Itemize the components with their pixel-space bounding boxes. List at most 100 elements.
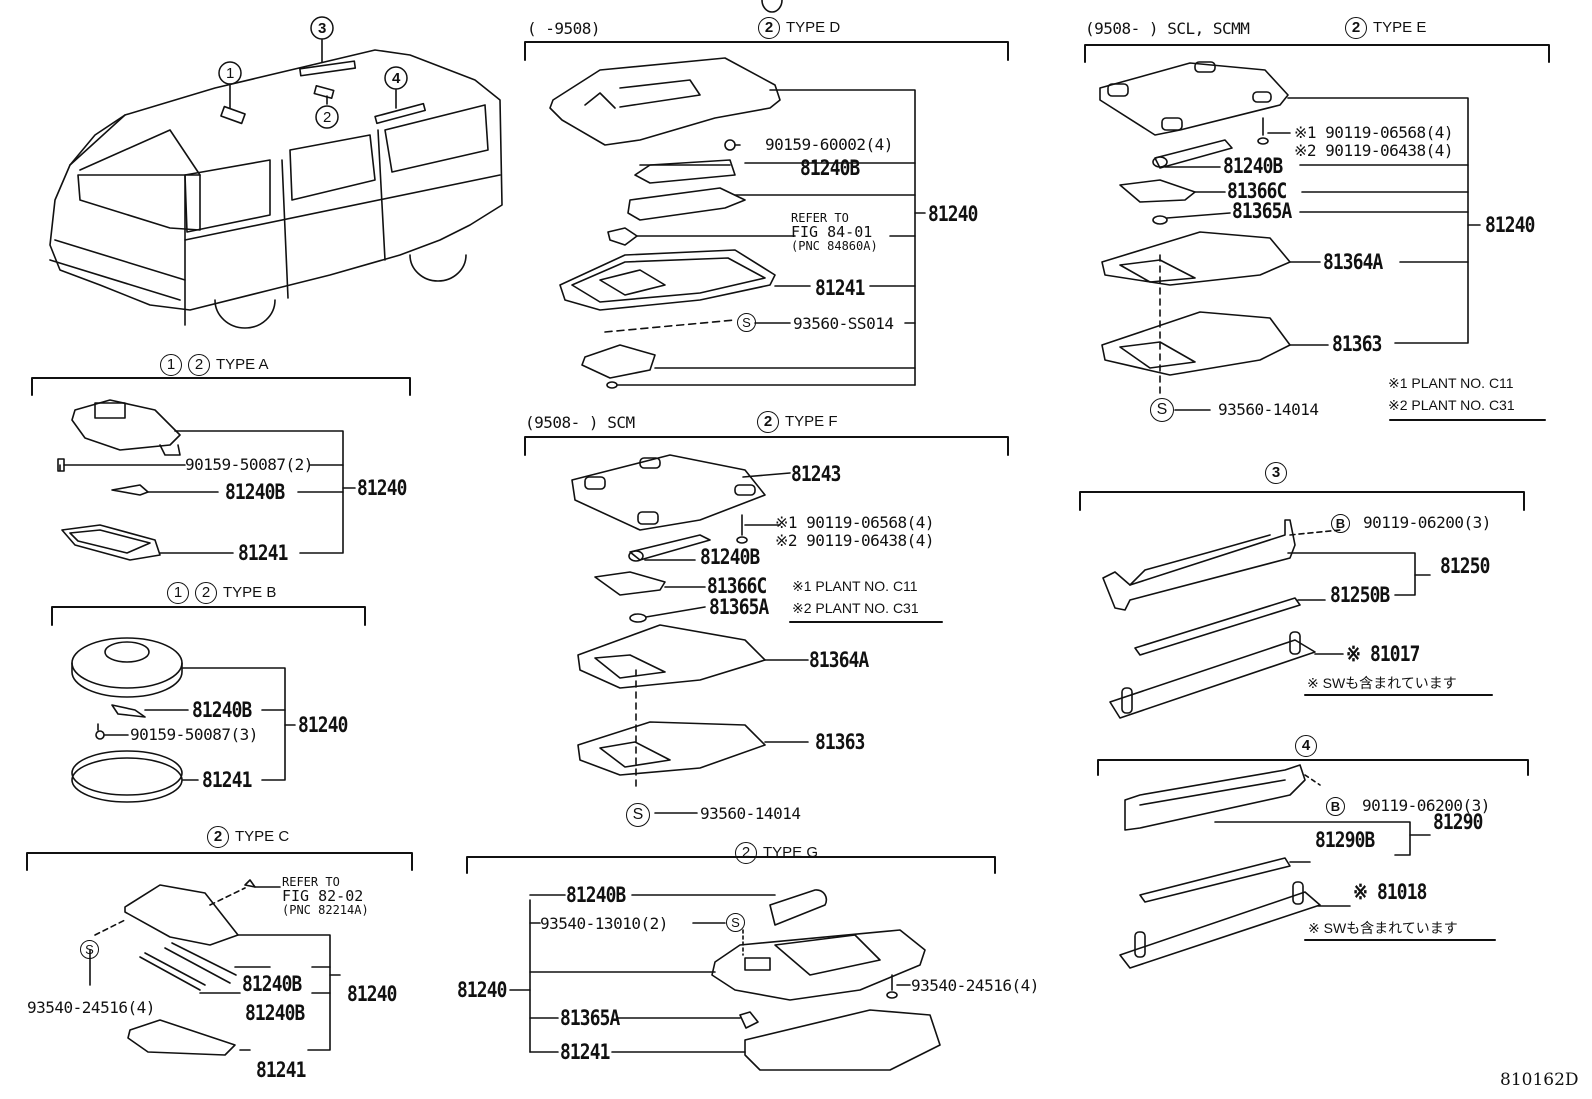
s-marker-icon: S [737, 313, 756, 332]
type-f-bulb-part[interactable]: 81240B [700, 545, 760, 569]
type-d-lens-part[interactable]: 81241 [815, 276, 865, 300]
type-b-assembly-part[interactable]: 81240 [298, 713, 348, 737]
section-4-assembly-part[interactable]: 81290 [1433, 810, 1483, 834]
type-g-artwork [509, 0, 941, 1071]
type-e-s-part[interactable]: 93560-14014 [1218, 400, 1319, 419]
type-b-title: TYPE B [223, 583, 277, 601]
type-f-screw-part-1[interactable]: ※1 90119-06568(4) [775, 513, 935, 532]
location-marker-2: 2 [188, 354, 210, 376]
type-a-artwork [57, 399, 356, 561]
section-3-assembly-part[interactable]: 81250 [1440, 554, 1490, 578]
type-c-screw-part[interactable]: 93540-24516(4) [27, 998, 155, 1017]
type-f-clip-part[interactable]: 81365A [709, 595, 769, 619]
type-b-lens-part[interactable]: 81241 [202, 768, 252, 792]
type-a-assembly-part[interactable]: 81240 [357, 476, 407, 500]
type-f-s-part[interactable]: 93560-14014 [700, 804, 801, 823]
type-d-reference-note[interactable]: REFER TO FIG 84-01 (PNC 84860A) [791, 212, 878, 253]
section-4-lens-part[interactable]: ※ 81018 [1353, 880, 1427, 904]
van-callout-1[interactable]: 1 [226, 65, 235, 82]
type-f-plant-note-1: ※1 PLANT NO. C11 [792, 578, 918, 594]
type-f-lens-part[interactable]: 81363 [815, 730, 865, 754]
type-f-cover-part[interactable]: 81364A [809, 648, 869, 672]
type-d-s-part[interactable]: 93560-SS014 [793, 314, 894, 333]
type-d-screw-part[interactable]: 90159-60002(4) [765, 135, 893, 154]
section-4-bolt-part[interactable]: 90119-06200(3) [1362, 796, 1490, 815]
section-3-switch-note: ※ SWも含まれています [1307, 675, 1457, 691]
type-e-plant-note-2: ※2 PLANT NO. C31 [1388, 397, 1515, 413]
type-a-bulb-part[interactable]: 81240B [225, 480, 285, 504]
type-e-screw-part-1[interactable]: ※1 90119-06568(4) [1294, 123, 1454, 142]
type-f-screw-part-2[interactable]: ※2 90119-06438(4) [775, 531, 935, 550]
section-3-artwork [1102, 519, 1431, 719]
type-c-bulb-part-2[interactable]: 81240B [245, 1001, 305, 1025]
type-g-screw-part-1[interactable]: 93540-13010(2) [540, 914, 668, 933]
type-a-title: TYPE A [216, 355, 269, 373]
location-marker-2: 2 [207, 826, 229, 848]
type-f-date-range: (9508- ) SCM [525, 413, 635, 432]
type-e-artwork [1099, 61, 1481, 411]
type-e-cover-part[interactable]: 81364A [1323, 250, 1383, 274]
type-g-lens-part[interactable]: 81241 [560, 1040, 610, 1064]
reference-line-3: (PNC 84860A) [791, 239, 878, 254]
s-marker-icon: S [626, 803, 650, 827]
reference-line-1: REFER TO [791, 211, 849, 225]
s-marker-icon: S [726, 913, 745, 932]
type-e-reflector-part[interactable]: 81366C [1227, 179, 1287, 203]
type-d-bulb-part[interactable]: 81240B [800, 156, 860, 180]
type-c-reference-note[interactable]: REFER TO FIG 82-02 (PNC 82214A) [282, 876, 369, 917]
location-marker-1: 1 [160, 354, 182, 376]
section-4-tube-part[interactable]: 81290B [1315, 828, 1375, 852]
type-b-artwork [71, 637, 296, 803]
reference-line-2: FIG 82-02 [282, 886, 364, 905]
type-f-base-part[interactable]: 81243 [791, 462, 841, 486]
type-b-bulb-part[interactable]: 81240B [192, 698, 252, 722]
van-callout-4[interactable]: 4 [392, 70, 401, 87]
type-g-assembly-part[interactable]: 81240 [457, 978, 507, 1002]
type-e-bulb-part[interactable]: 81240B [1223, 154, 1283, 178]
section-3-lens-part[interactable]: ※ 81017 [1346, 642, 1420, 666]
type-c-bulb-part-1[interactable]: 81240B [242, 972, 302, 996]
type-c-title: TYPE C [235, 827, 290, 845]
location-marker-2: 2 [757, 411, 779, 433]
type-f-artwork [571, 454, 809, 814]
type-c-artwork [89, 879, 341, 1056]
type-d-artwork [549, 57, 926, 389]
type-e-assembly-part[interactable]: 81240 [1485, 213, 1535, 237]
section-3-tube-part[interactable]: 81250B [1330, 583, 1390, 607]
type-e-clip-part[interactable]: 81365A [1232, 199, 1292, 223]
van-callout-2[interactable]: 2 [323, 109, 332, 126]
location-marker-2: 2 [758, 17, 780, 39]
type-d-assembly-part[interactable]: 81240 [928, 202, 978, 226]
section-brackets [26, 41, 1550, 874]
type-a-lens-part[interactable]: 81241 [238, 541, 288, 565]
van-illustration [49, 39, 503, 329]
van-callout-3[interactable]: 3 [318, 20, 327, 37]
type-g-screw-part-2[interactable]: 93540-24516(4) [911, 976, 1039, 995]
type-e-screw-part-2[interactable]: ※2 90119-06438(4) [1294, 141, 1454, 160]
s-marker-icon: S [1150, 398, 1174, 422]
type-a-screw-part[interactable]: 90159-50087(2) [185, 455, 313, 474]
section-3-bolt-part[interactable]: 90119-06200(3) [1363, 513, 1491, 532]
van-callout-circles [218, 16, 408, 129]
section-4-switch-note: ※ SWも含まれています [1308, 920, 1458, 936]
type-c-assembly-part[interactable]: 81240 [347, 982, 397, 1006]
location-marker-1: 1 [167, 582, 189, 604]
type-f-reflector-part[interactable]: 81366C [707, 574, 767, 598]
type-b-screw-part[interactable]: 90159-50087(3) [130, 725, 258, 744]
s-marker-icon: S [80, 940, 99, 959]
b-marker-icon: B [1326, 797, 1345, 816]
location-marker-2: 2 [195, 582, 217, 604]
type-c-lens-part[interactable]: 81241 [256, 1058, 306, 1082]
reference-line-2: FIG 84-01 [791, 222, 873, 241]
type-c-header: 2 TYPE C [207, 826, 289, 848]
type-g-clip-part[interactable]: 81365A [560, 1006, 620, 1030]
type-g-bulb-part[interactable]: 81240B [566, 883, 626, 907]
location-marker-2: 2 [735, 842, 757, 864]
type-e-lens-part[interactable]: 81363 [1332, 332, 1382, 356]
